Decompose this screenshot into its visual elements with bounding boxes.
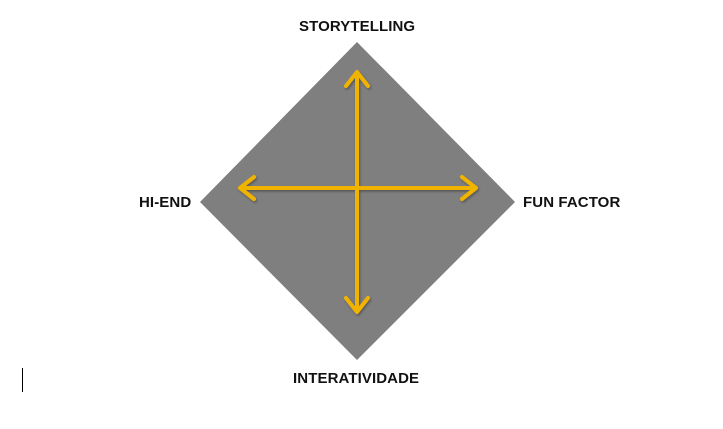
axis-arrows — [238, 70, 478, 314]
label-storytelling: STORYTELLING — [299, 18, 416, 35]
arrowhead-up — [344, 70, 370, 88]
text-cursor — [22, 368, 23, 392]
label-interatividade: INTERATIVIDADE — [293, 370, 420, 387]
label-fun-factor: FUN FACTOR — [523, 194, 621, 211]
arrowhead-left — [238, 175, 256, 201]
label-hi-end: HI-END — [139, 194, 192, 211]
arrowhead-right — [460, 175, 478, 201]
arrowhead-down — [344, 296, 370, 314]
